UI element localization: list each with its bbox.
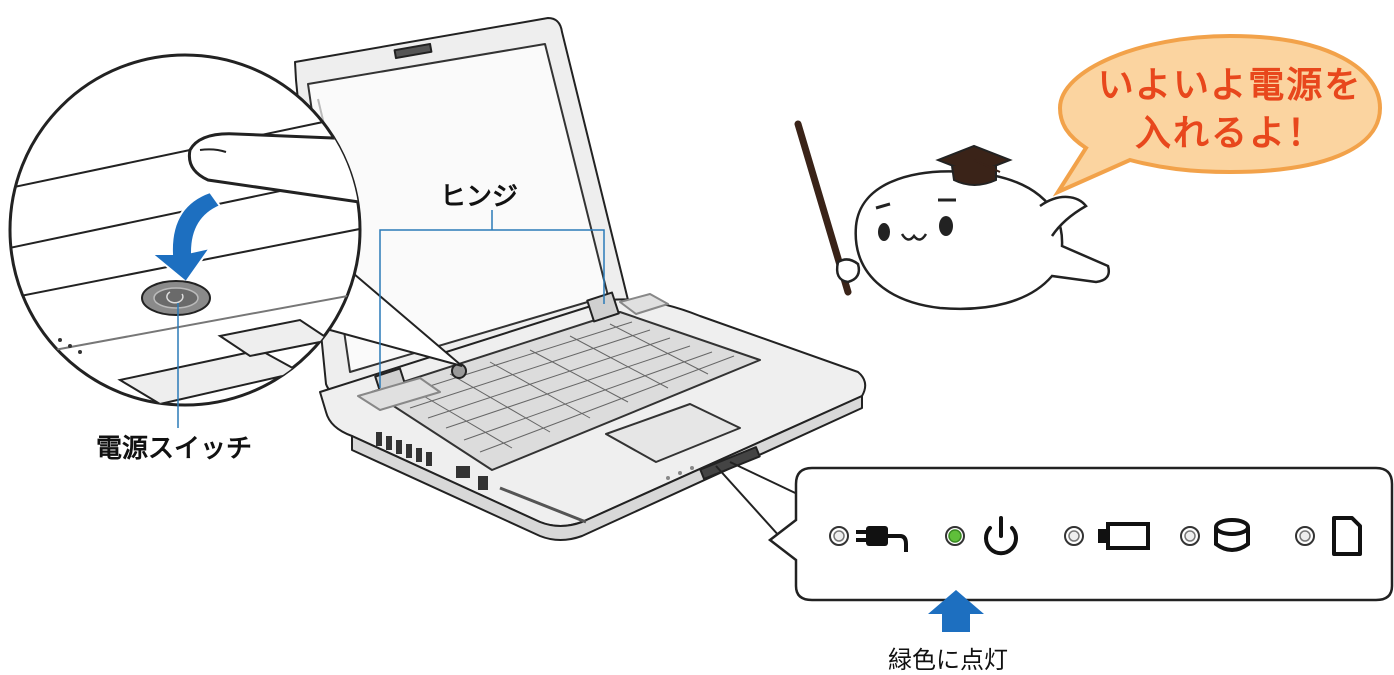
memory-card-icon bbox=[1332, 516, 1362, 556]
led-power bbox=[945, 526, 965, 546]
press-arrow bbox=[149, 190, 222, 284]
battery-icon bbox=[1098, 522, 1150, 550]
speech-bubble bbox=[1052, 33, 1383, 197]
led-disk bbox=[1180, 526, 1200, 546]
led-card bbox=[1295, 526, 1315, 546]
disk-access-icon bbox=[1214, 518, 1250, 552]
led-battery bbox=[1064, 526, 1084, 546]
led-ac bbox=[829, 526, 849, 546]
ac-adapter-icon bbox=[856, 526, 908, 552]
power-switch-label: 電源スイッチ bbox=[96, 434, 253, 464]
zoom-view bbox=[8, 53, 463, 428]
speech-bubble-text: いよいよ電源を 入れるよ！ bbox=[1080, 62, 1380, 158]
finger bbox=[187, 132, 360, 207]
up-arrow bbox=[928, 590, 984, 632]
speech-bubble-line2: 入れるよ！ bbox=[1134, 113, 1325, 154]
touchpad bbox=[605, 403, 741, 463]
lit-green-label: 緑色に点灯 bbox=[888, 646, 1008, 674]
hinge-callout bbox=[379, 210, 605, 388]
speech-bubble-line1: いよいよ電源を bbox=[1097, 65, 1363, 106]
hinge-label: ヒンジ bbox=[440, 182, 519, 212]
power-icon bbox=[984, 516, 1018, 556]
mascot bbox=[794, 120, 1110, 311]
hinge-right bbox=[586, 291, 620, 323]
indicator-panel bbox=[715, 461, 1394, 632]
